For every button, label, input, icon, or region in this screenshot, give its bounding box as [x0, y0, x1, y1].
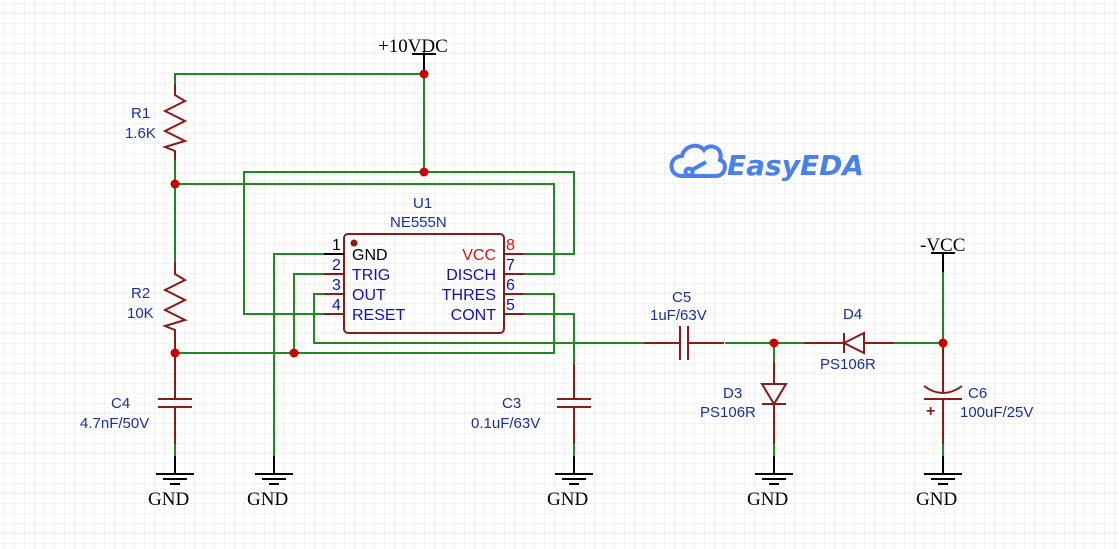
c4-value: 4.7nF/50V [80, 415, 149, 432]
pin-6-number: 6 [506, 277, 515, 294]
r2-value: 10K [127, 305, 154, 322]
gnd-label: GND [747, 489, 788, 510]
capacitor-c5[interactable]: C5 1uF/63V [644, 289, 724, 360]
logo-text: EasyEDA [727, 149, 864, 182]
junction-dot [769, 338, 779, 348]
pin-8-number: 8 [506, 237, 515, 254]
d4-ref: D4 [843, 306, 862, 323]
power-vminus[interactable]: -VCC [920, 235, 965, 272]
cloud-icon [669, 143, 727, 178]
gnd-label: GND [247, 489, 288, 510]
r1-ref: R1 [131, 105, 150, 122]
ic-u1-ne555[interactable]: U1 NE555N 1 2 3 4 GND TRIG OUT RESET 8 7… [324, 195, 524, 334]
wire-gnd-pin1 [273, 253, 335, 458]
u1-value: NE555N [390, 214, 447, 231]
capacitor-c3[interactable]: C3 0.1uF/63V [471, 364, 591, 444]
resistor-r2[interactable]: R2 10K [127, 262, 188, 353]
c3-ref: C3 [502, 395, 521, 412]
pin-cont-label: CONT [451, 307, 497, 324]
vminus-label: -VCC [920, 235, 965, 256]
pin-out-label: OUT [352, 287, 386, 304]
pin-5-number: 5 [506, 297, 515, 314]
d3-value: PS106R [700, 404, 756, 421]
junctions [170, 69, 948, 358]
gnd-symbol[interactable]: GND [916, 456, 962, 510]
wires [174, 52, 944, 458]
capacitor-c4[interactable]: C4 4.7nF/50V [80, 353, 192, 444]
c6-polarity: + [926, 403, 935, 420]
vplus-label: +10VDC [378, 36, 448, 57]
wire-disch [174, 155, 555, 275]
c3-value: 0.1uF/63V [471, 415, 540, 432]
wire-cont [519, 313, 575, 374]
pin-gnd-label: GND [352, 247, 388, 264]
gnd-label: GND [916, 489, 957, 510]
gnd-label: GND [148, 489, 189, 510]
pin-7-number: 7 [506, 257, 515, 274]
easyeda-logo: EasyEDA [669, 143, 864, 182]
gnd-label: GND [547, 489, 588, 510]
r2-ref: R2 [131, 285, 150, 302]
gnd-symbol[interactable]: GND [547, 456, 593, 510]
d4-value: PS106R [820, 356, 876, 373]
junction-dot [419, 167, 429, 177]
r1-value: 1.6K [125, 125, 156, 142]
junction-dot [170, 179, 180, 189]
diode-d4[interactable]: D4 PS106R [804, 306, 894, 373]
pin-2-number: 2 [332, 257, 341, 274]
pin-thres-label: THRES [442, 287, 496, 304]
d3-ref: D3 [723, 385, 742, 402]
pin-reset-label: RESET [352, 307, 406, 324]
gnd-symbol[interactable]: GND [747, 456, 793, 510]
diode-d3[interactable]: D3 PS106R [700, 362, 788, 444]
c4-ref: C4 [111, 395, 130, 412]
wire-reset [243, 171, 424, 315]
pin-trig-label: TRIG [352, 267, 390, 284]
pin-disch-label: DISCH [446, 267, 496, 284]
junction-dot [938, 338, 948, 348]
pin-1-number: 1 [332, 237, 341, 254]
c6-ref: C6 [968, 385, 987, 402]
resistor-r1[interactable]: R1 1.6K [125, 84, 188, 160]
gnd-symbol[interactable]: GND [247, 456, 293, 510]
c6-value: 100uF/25V [960, 404, 1033, 421]
junction-dot [289, 348, 299, 358]
u1-ref: U1 [413, 195, 432, 212]
c5-ref: C5 [672, 289, 691, 306]
junction-dot [419, 69, 429, 79]
gnd-symbol[interactable]: GND [148, 456, 194, 510]
wire-trig [293, 273, 335, 353]
power-vplus[interactable]: +10VDC [378, 36, 448, 70]
pin-3-number: 3 [332, 277, 341, 294]
pin-vcc-label: VCC [462, 247, 496, 264]
pin-4-number: 4 [332, 297, 341, 314]
wire-vcc [424, 171, 575, 255]
c5-value: 1uF/63V [650, 307, 707, 324]
junction-dot [170, 348, 180, 358]
capacitor-c6[interactable]: + C6 100uF/25V [923, 343, 1033, 444]
